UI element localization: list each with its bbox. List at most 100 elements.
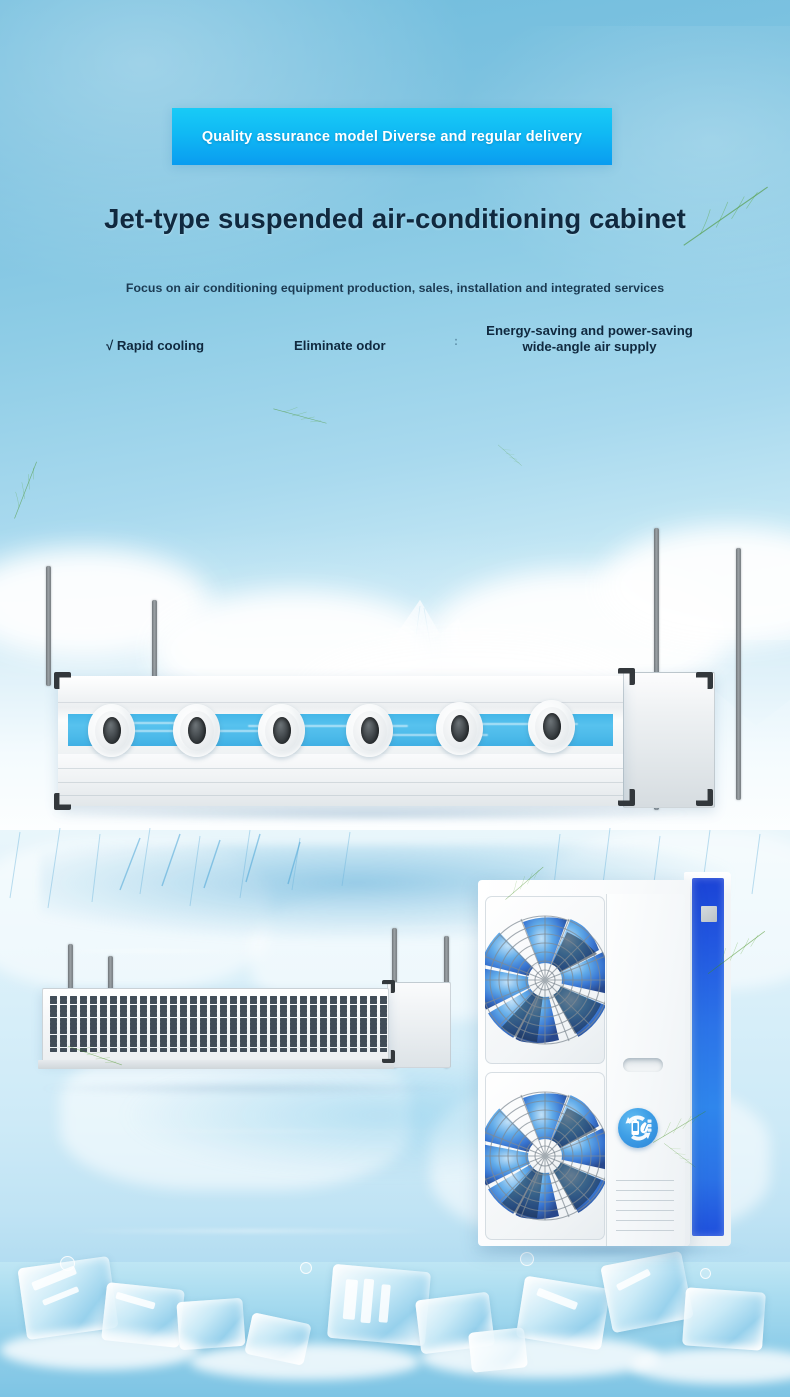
louver-slat (300, 996, 307, 1000)
louver-slat (340, 1021, 347, 1026)
louver-row (50, 1021, 387, 1026)
louver-slat (90, 996, 97, 1000)
louver-slat (360, 1013, 367, 1018)
louver-slat (180, 1034, 187, 1039)
duct-louver-unit (38, 980, 451, 1069)
louver-slat (280, 1043, 287, 1048)
louver-slat (80, 1004, 87, 1009)
louver-slat (70, 996, 77, 1000)
louver-slat (110, 1047, 117, 1052)
louver-slat (360, 1004, 367, 1009)
louver-slat (380, 1013, 387, 1018)
louver-slat (380, 1004, 387, 1009)
louver-slat (230, 1034, 237, 1039)
ceiling-unit-air-band (68, 714, 613, 746)
duct-unit-shadow (40, 1082, 460, 1095)
louver-slat (240, 1008, 247, 1013)
louver-slat (300, 1043, 307, 1048)
louver-slat (280, 1017, 287, 1022)
louver-slat (200, 1047, 207, 1052)
louver-slat (50, 1030, 57, 1035)
louver-slat (320, 1013, 327, 1018)
louver-slat (230, 1013, 237, 1018)
louver-slat (70, 1021, 77, 1026)
louver-slat (170, 1026, 177, 1031)
louver-slat (100, 1047, 107, 1052)
louver-slat (220, 1017, 227, 1022)
louver-slat (140, 1034, 147, 1039)
louver-slat (140, 1047, 147, 1052)
louver-slat (200, 1013, 207, 1018)
louver-slat (150, 996, 157, 1000)
louver-slat (340, 1047, 347, 1052)
louver-slat (260, 1000, 267, 1005)
louver-slat (100, 1030, 107, 1035)
louver-slat (350, 1008, 357, 1013)
louver-slat (380, 1017, 387, 1022)
louver-slat (380, 1026, 387, 1031)
louver-slat (330, 1017, 337, 1022)
louver-slat (280, 1039, 287, 1043)
louver-slat (300, 1026, 307, 1031)
louver-slat (150, 1034, 157, 1039)
louver-slat (240, 996, 247, 1000)
duct-unit-end-cap (387, 982, 451, 1068)
louver-slat (350, 1004, 357, 1009)
louver-slat (100, 1004, 107, 1009)
louver-slat (110, 1008, 117, 1013)
louver-slat (80, 1017, 87, 1022)
louver-slat (340, 1034, 347, 1039)
louver-slat (120, 1000, 127, 1005)
air-jet-nozzle (258, 704, 305, 757)
louver-slat (330, 1008, 337, 1013)
louver-slat (290, 1021, 297, 1026)
louver-slat (270, 1008, 277, 1013)
louver-slat (340, 1030, 347, 1035)
louver-slat (280, 1034, 287, 1039)
promo-banner: Quality assurance model Diverse and regu… (172, 108, 612, 165)
louver-slat (220, 1030, 227, 1035)
louver-slat (350, 1021, 357, 1026)
louver-slat (260, 1047, 267, 1052)
louver-slat (50, 996, 57, 1000)
louver-slat (230, 1026, 237, 1031)
louver-slat (180, 1017, 187, 1022)
louver-slat (370, 1004, 377, 1009)
duct-unit-body (42, 988, 389, 1062)
outdoor-unit-blue-panel (692, 878, 724, 1236)
louver-slat (150, 1043, 157, 1048)
louver-slat (110, 996, 117, 1000)
louver-slat (130, 1000, 137, 1005)
louver-row (50, 1013, 387, 1018)
louver-slat (310, 1004, 317, 1009)
outdoor-unit-label-plate (701, 906, 717, 922)
louver-slat (350, 1013, 357, 1018)
louver-slat (160, 1047, 167, 1052)
louver-slat (300, 1004, 307, 1009)
louver-slat (120, 1047, 127, 1052)
air-jet-nozzle (173, 704, 220, 757)
louver-slat (210, 1034, 217, 1039)
louver-slat (170, 1021, 177, 1026)
louver-slat (190, 1000, 197, 1005)
louver-slat (210, 1013, 217, 1018)
louver-slat (80, 1047, 87, 1052)
louver-slat (150, 1008, 157, 1013)
louver-slat (300, 1034, 307, 1039)
air-jet-nozzle (528, 700, 575, 753)
louver-slat (240, 1017, 247, 1022)
louver-slat (320, 1034, 327, 1039)
louver-slat (180, 1000, 187, 1005)
louver-slat (220, 1043, 227, 1048)
louver-slat (320, 1047, 327, 1052)
louver-slat (130, 1017, 137, 1022)
louver-slat (340, 996, 347, 1000)
eco-recycle-icon (625, 1115, 652, 1141)
outdoor-unit-shadow (470, 1242, 750, 1258)
louver-slat (70, 1013, 77, 1018)
fan-grille (485, 1091, 605, 1221)
louver-slat (210, 1017, 217, 1022)
louver-slat (350, 1034, 357, 1039)
louver-slat (240, 1047, 247, 1052)
louver-slat (280, 1013, 287, 1018)
